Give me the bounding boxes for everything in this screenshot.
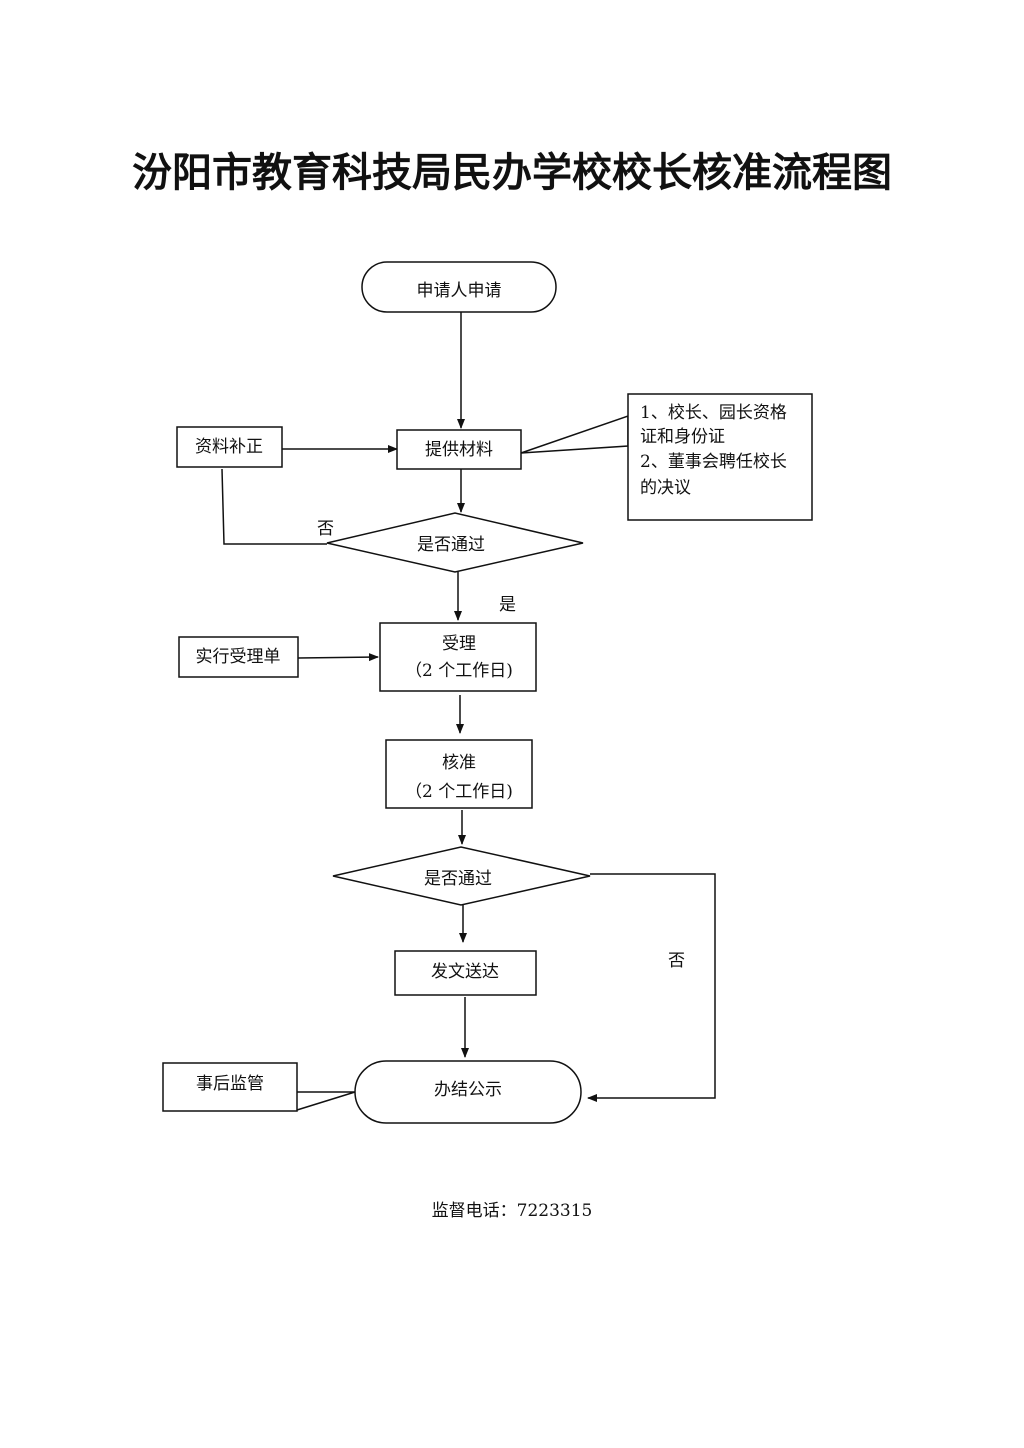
node-finish: 办结公示 [354,1060,582,1124]
edge-decision2-no-to-finish [587,873,716,1102]
edge-label-no-2: 否 [668,951,685,971]
node-materials: 提供材料 [396,429,522,470]
node-decision-1-label: 是否通过 [417,535,485,555]
node-supplement: 资料补正 [176,426,283,468]
node-supplement-label: 资料补正 [195,437,263,457]
node-issue: 发文送达 [394,950,537,996]
node-accept-label-2: （2 个工作日) [405,661,513,681]
supervision-phone: 监督电话：7223315 [431,1201,593,1221]
note-line-3: 2、董事会聘任校长 [640,452,787,472]
note-line-1: 1、校长、园长资格 [640,403,787,423]
page-title: 汾阳市教育科技局民办学校校长核准流程图 [132,149,892,196]
note-line-4: 的决议 [640,478,691,498]
node-decision-1: 是否通过 [326,512,584,573]
node-approve-label-2: （2 个工作日) [405,782,513,802]
edge-decision1-no-to-supplement [221,468,327,545]
edge-note-callout [520,414,629,454]
note-line-2: 证和身份证 [640,427,725,447]
node-finish-label: 办结公示 [434,1080,502,1100]
node-decision-2: 是否通过 [332,846,591,906]
node-approve-label-1: 核准 [442,753,476,773]
node-accept: 受理 （2 个工作日) [379,622,537,692]
node-requirements-note: 1、校长、园长资格 证和身份证 2、董事会聘任校长 的决议 [627,393,813,521]
node-decision-2-label: 是否通过 [424,869,492,889]
edge-supervise-callout [296,1091,356,1111]
edge-receipt-to-accept [297,653,379,662]
edge-label-yes-1: 是 [499,595,516,615]
node-supervise: 事后监管 [162,1062,298,1112]
node-approve: 核准 （2 个工作日) [385,739,533,809]
node-apply-label: 申请人申请 [417,281,502,301]
node-receipt: 实行受理单 [178,636,299,678]
node-receipt-label: 实行受理单 [196,647,281,667]
node-apply: 申请人申请 [361,261,557,313]
node-supervise-label: 事后监管 [196,1074,264,1094]
edge-label-no-1: 否 [317,519,334,539]
node-accept-label-1: 受理 [442,634,476,654]
node-materials-label: 提供材料 [425,440,493,460]
node-issue-label: 发文送达 [431,962,499,982]
